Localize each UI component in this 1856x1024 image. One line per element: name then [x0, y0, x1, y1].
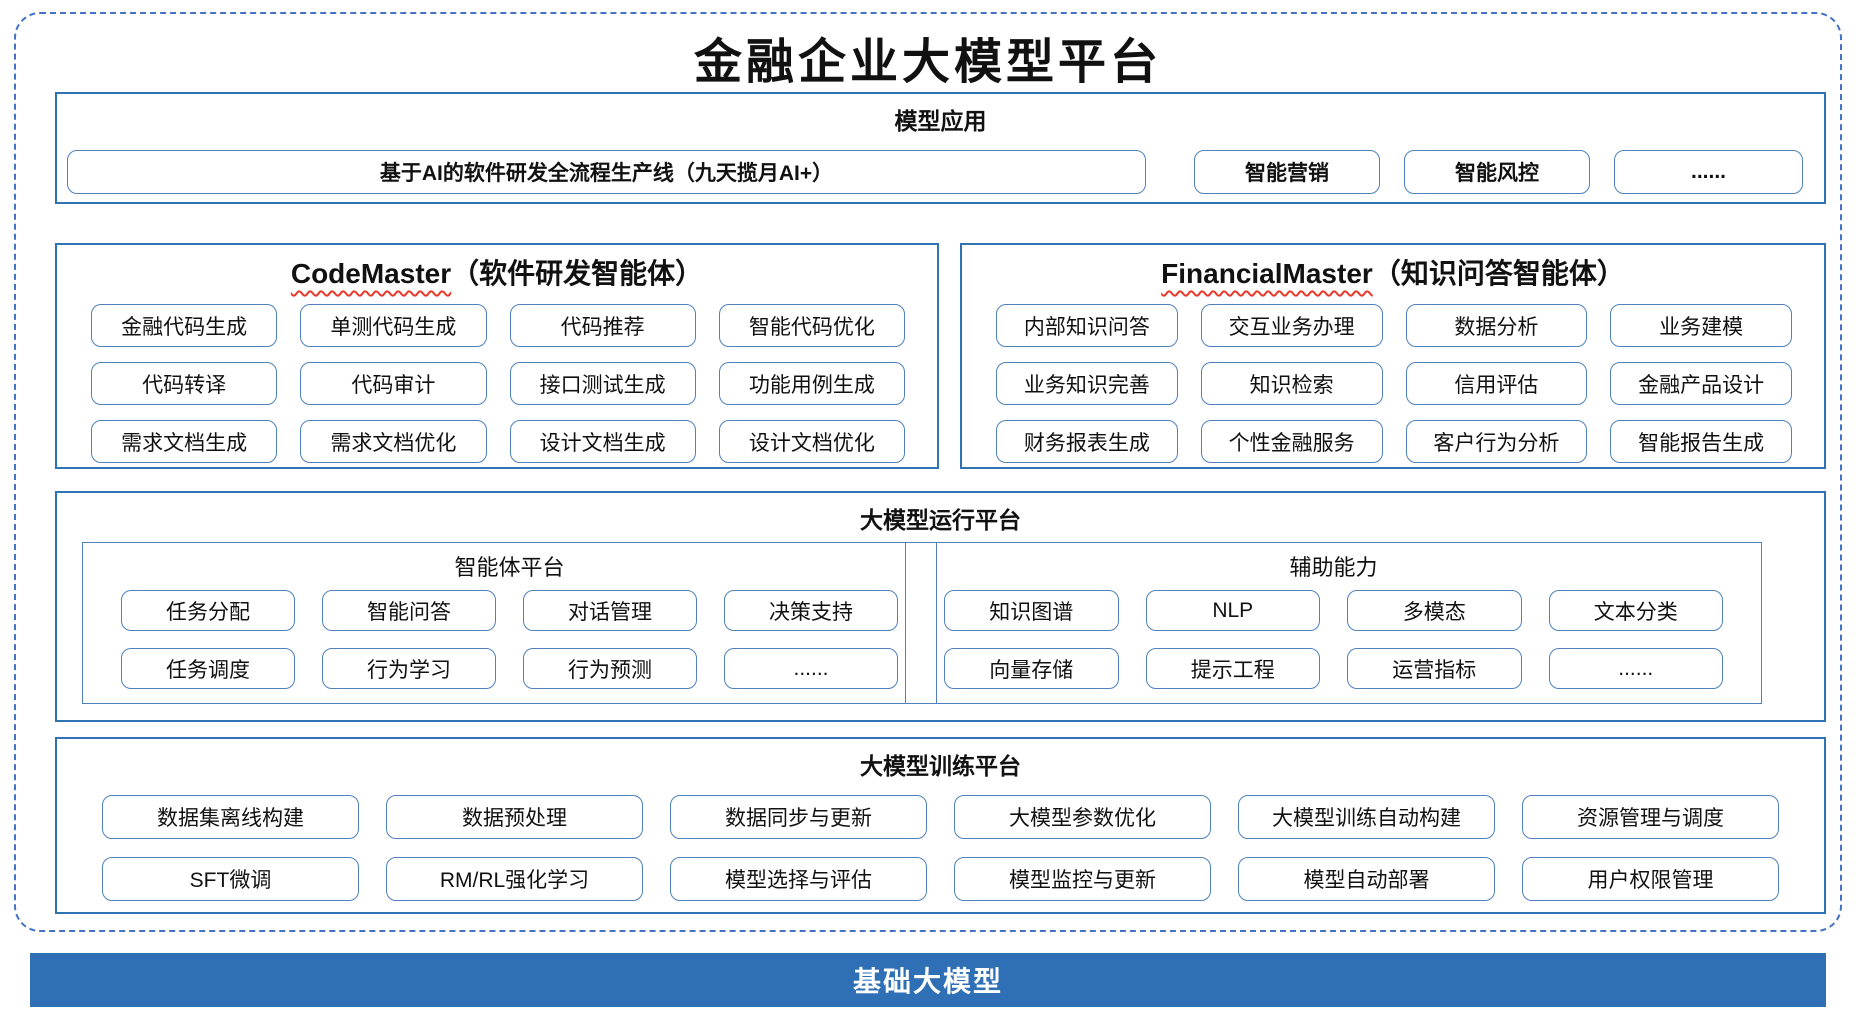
training-grid: 数据集离线构建 数据预处理 数据同步与更新 大模型参数优化 大模型训练自动构建 …	[57, 781, 1824, 901]
capability-item: 数据分析	[1405, 304, 1588, 347]
capability-item: 设计文档生成	[509, 420, 696, 463]
capability-item: 交互业务办理	[1200, 304, 1383, 347]
section-financialmaster: FinancialMaster（知识问答智能体） 内部知识问答 交互业务办理 数…	[960, 243, 1826, 469]
capability-item: 知识图谱	[944, 590, 1119, 631]
capability-item: 金融代码生成	[91, 304, 278, 347]
capability-item: 智能问答	[322, 590, 496, 631]
capability-item: 向量存储	[944, 648, 1119, 689]
capability-item: 提示工程	[1145, 648, 1320, 689]
section-header: 大模型运行平台	[860, 507, 1021, 533]
capability-item: 内部知识问答	[996, 304, 1178, 347]
capability-item: 任务调度	[121, 648, 295, 689]
application-item-more: ......	[1614, 150, 1803, 194]
applications-row: 基于AI的软件研发全流程生产线（九天揽月AI+） 智能营销 智能风控 .....…	[57, 136, 1824, 194]
agent-platform-grid: 任务分配 智能问答 对话管理 决策支持 任务调度 行为学习 行为预测 .....…	[83, 582, 936, 689]
application-item: 智能营销	[1194, 150, 1380, 194]
capability-item: 客户行为分析	[1405, 420, 1588, 463]
agent-name: FinancialMaster	[1161, 258, 1373, 289]
capability-item: 数据集离线构建	[102, 795, 359, 839]
agent-subtitle: （软件研发智能体）	[451, 258, 704, 289]
capability-item: 文本分类	[1548, 590, 1723, 631]
section-header: 大模型训练平台	[860, 753, 1021, 779]
group-header: 智能体平台	[454, 555, 565, 580]
capability-item: 设计文档优化	[718, 420, 905, 463]
capability-item: 知识检索	[1200, 362, 1383, 405]
capability-item: 代码审计	[300, 362, 487, 405]
application-item: 智能风控	[1404, 150, 1590, 194]
capability-item: 代码转译	[91, 362, 278, 405]
capability-item: 业务建模	[1610, 304, 1792, 347]
section-header: 模型应用	[894, 108, 987, 134]
auxiliary-grid: 知识图谱 NLP 多模态 文本分类 向量存储 提示工程 运营指标 ......	[906, 582, 1761, 689]
capability-item: 行为预测	[523, 648, 697, 689]
page-title: 金融企业大模型平台	[693, 34, 1162, 90]
capability-item: NLP	[1145, 590, 1320, 631]
capability-item: 功能用例生成	[718, 362, 905, 405]
group-agent-platform: 智能体平台 任务分配 智能问答 对话管理 决策支持 任务调度 行为学习 行为预测…	[82, 542, 937, 704]
codemaster-header: CodeMaster（软件研发智能体）	[57, 245, 937, 292]
codemaster-grid: 金融代码生成 单测代码生成 代码推荐 智能代码优化 代码转译 代码审计 接口测试…	[57, 292, 937, 463]
section-codemaster: CodeMaster（软件研发智能体） 金融代码生成 单测代码生成 代码推荐 智…	[55, 243, 939, 469]
capability-item: 金融产品设计	[1610, 362, 1792, 405]
capability-item: 模型自动部署	[1238, 857, 1495, 901]
capability-item: 行为学习	[322, 648, 496, 689]
capability-item: 用户权限管理	[1522, 857, 1779, 901]
agent-subtitle: （知识问答智能体）	[1372, 258, 1625, 289]
section-training-platform: 大模型训练平台 数据集离线构建 数据预处理 数据同步与更新 大模型参数优化 大模…	[55, 737, 1826, 914]
platform-dashed-border	[14, 12, 1842, 932]
capability-item: 智能代码优化	[718, 304, 905, 347]
capability-item: 信用评估	[1405, 362, 1588, 405]
capability-item: 业务知识完善	[996, 362, 1178, 405]
capability-item-more: ......	[724, 648, 898, 689]
section-runtime-platform: 大模型运行平台 智能体平台 任务分配 智能问答 对话管理 决策支持 任务调度 行…	[55, 491, 1826, 722]
capability-item: 智能报告生成	[1610, 420, 1792, 463]
foundation-model-bar: 基础大模型	[30, 953, 1826, 1007]
capability-item: 数据同步与更新	[670, 795, 927, 839]
capability-item: 单测代码生成	[300, 304, 487, 347]
capability-item: 多模态	[1347, 590, 1522, 631]
capability-item: 对话管理	[523, 590, 697, 631]
section-model-applications: 模型应用 基于AI的软件研发全流程生产线（九天揽月AI+） 智能营销 智能风控 …	[55, 92, 1826, 204]
capability-item: 数据预处理	[386, 795, 643, 839]
group-header: 辅助能力	[1289, 555, 1378, 580]
capability-item: 需求文档优化	[300, 420, 487, 463]
capability-item: SFT微调	[102, 857, 359, 901]
capability-item: 代码推荐	[509, 304, 696, 347]
capability-item: 模型选择与评估	[670, 857, 927, 901]
capability-item: 大模型参数优化	[954, 795, 1211, 839]
capability-item: 接口测试生成	[509, 362, 696, 405]
capability-item-more: ......	[1548, 648, 1723, 689]
foundation-model-label: 基础大模型	[852, 966, 1003, 997]
capability-item: 大模型训练自动构建	[1238, 795, 1495, 839]
pipeline-item: 基于AI的软件研发全流程生产线（九天揽月AI+）	[67, 150, 1146, 194]
capability-item: 财务报表生成	[996, 420, 1178, 463]
agent-name: CodeMaster	[290, 258, 452, 289]
capability-item: 需求文档生成	[91, 420, 278, 463]
financialmaster-header: FinancialMaster（知识问答智能体）	[962, 245, 1824, 292]
financialmaster-grid: 内部知识问答 交互业务办理 数据分析 业务建模 业务知识完善 知识检索 信用评估…	[962, 292, 1824, 463]
capability-item: 模型监控与更新	[954, 857, 1211, 901]
capability-item: RM/RL强化学习	[386, 857, 643, 901]
group-auxiliary-capabilities: 辅助能力 知识图谱 NLP 多模态 文本分类 向量存储 提示工程 运营指标 ..…	[905, 542, 1762, 704]
capability-item: 运营指标	[1347, 648, 1522, 689]
capability-item: 个性金融服务	[1200, 420, 1383, 463]
capability-item: 决策支持	[724, 590, 898, 631]
capability-item: 资源管理与调度	[1522, 795, 1779, 839]
capability-item: 任务分配	[121, 590, 295, 631]
